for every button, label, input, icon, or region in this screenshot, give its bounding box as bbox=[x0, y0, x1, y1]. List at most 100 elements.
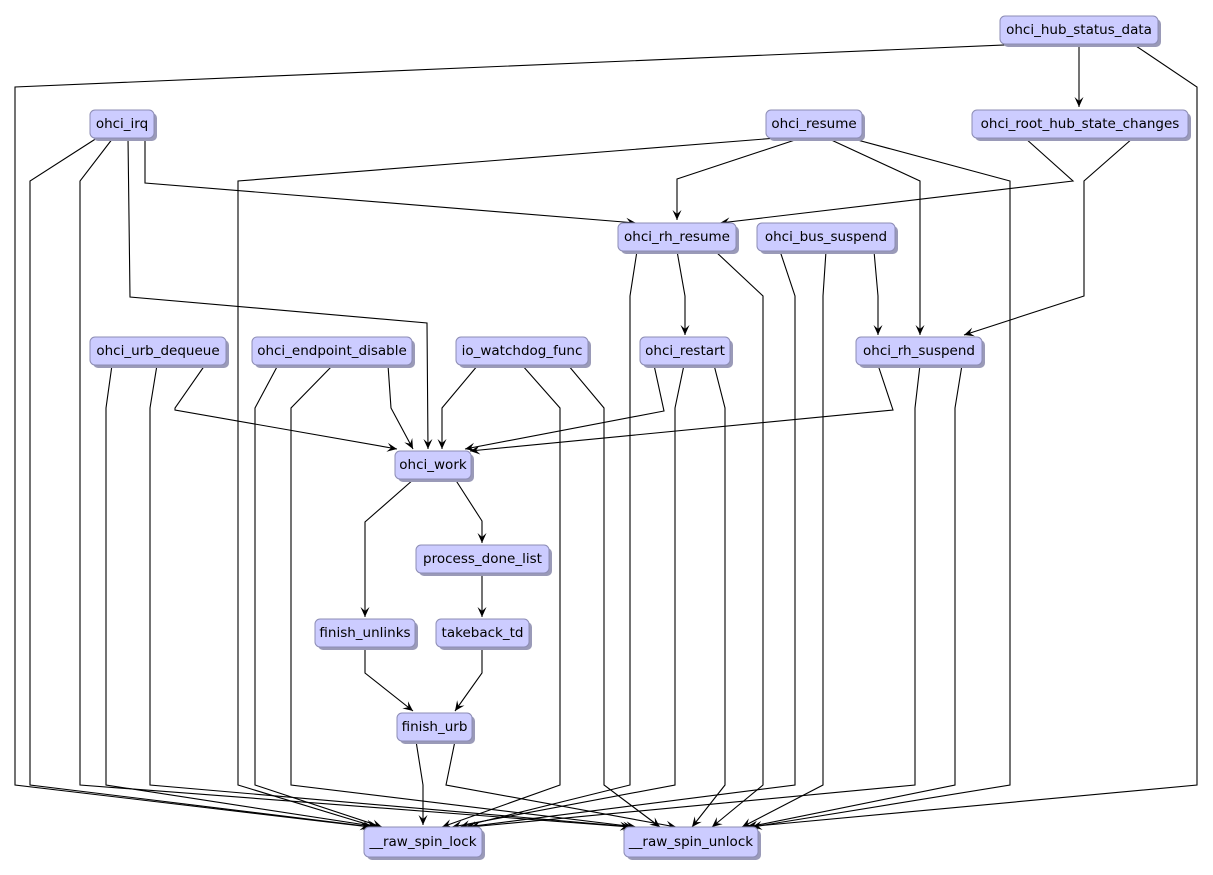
edge-ohci_rh_resume-to-__raw_spin_unlock bbox=[711, 250, 764, 828]
node-label: __raw_spin_unlock bbox=[628, 834, 753, 850]
edge-finish_urb-to-__raw_spin_lock bbox=[415, 740, 428, 825]
edge-ohci_irq-to-ohci_rh_resume bbox=[144, 138, 637, 227]
node-box[interactable] bbox=[89, 109, 155, 139]
node-label: ohci_resume bbox=[771, 116, 856, 132]
edge-line bbox=[469, 364, 894, 452]
edge-line bbox=[567, 364, 661, 828]
edge-ohci_endpoint_disable-to-ohci_work bbox=[387, 364, 414, 450]
edge-finish_unlinks-to-finish_urb bbox=[364, 647, 414, 712]
arrowhead-icon bbox=[402, 701, 413, 711]
edge-ohci_hub_status_data-to-__raw_spin_lock bbox=[14, 43, 1028, 831]
node-ohci_bus_suspend[interactable]: ohci_bus_suspend bbox=[756, 222, 898, 254]
edge-line bbox=[719, 137, 1075, 224]
node-process_done_list[interactable]: process_done_list bbox=[415, 544, 552, 576]
node-raw_spin_unlock[interactable]: __raw_spin_unlock bbox=[623, 826, 761, 860]
node-takeback_td[interactable]: takeback_td bbox=[435, 618, 532, 650]
node-ohci_restart[interactable]: ohci_restart bbox=[639, 336, 733, 368]
node-ohci_irq[interactable]: ohci_irq bbox=[89, 109, 157, 141]
node-label: finish_unlinks bbox=[319, 625, 410, 641]
edge-line bbox=[741, 250, 827, 828]
node-box[interactable] bbox=[639, 336, 731, 366]
edge-line bbox=[459, 250, 638, 828]
edge-ohci_root_hub_state_changes-to-ohci_rh_resume bbox=[719, 137, 1075, 227]
arrowhead-icon bbox=[404, 438, 413, 449]
edge-line bbox=[465, 250, 796, 828]
edge-line bbox=[364, 647, 414, 712]
edge-line bbox=[79, 137, 631, 828]
edge-ohci_restart-to-__raw_spin_lock bbox=[451, 364, 685, 830]
node-box[interactable] bbox=[314, 618, 416, 648]
edge-ohci_restart-to-ohci_work bbox=[464, 364, 665, 452]
node-label: ohci_work bbox=[399, 457, 467, 473]
edge-line bbox=[364, 478, 415, 617]
node-box[interactable] bbox=[971, 109, 1189, 139]
arrowhead-icon bbox=[915, 325, 925, 335]
node-label: ohci_hub_status_data bbox=[1006, 22, 1152, 38]
arrowhead-icon bbox=[1074, 97, 1084, 107]
node-box[interactable] bbox=[999, 15, 1159, 45]
node-finish_urb[interactable]: finish_urb bbox=[396, 712, 475, 744]
node-ohci_rh_suspend[interactable]: ohci_rh_suspend bbox=[855, 336, 985, 368]
edge-line bbox=[144, 138, 637, 224]
node-ohci_rh_resume[interactable]: ohci_rh_resume bbox=[617, 222, 739, 254]
edge-line bbox=[469, 364, 921, 828]
arrowhead-icon bbox=[442, 819, 453, 828]
node-finish_unlinks[interactable]: finish_unlinks bbox=[314, 618, 418, 650]
node-ohci_urb_dequeue[interactable]: ohci_urb_dequeue bbox=[89, 336, 229, 368]
arrowhead-icon bbox=[360, 607, 370, 617]
edge-line bbox=[745, 43, 1198, 828]
edge-io_watchdog_func-to-__raw_spin_unlock bbox=[567, 364, 661, 828]
edge-ohci_resume-to-ohci_rh_resume bbox=[672, 137, 802, 220]
edge-ohci_bus_suspend-to-__raw_spin_unlock bbox=[741, 250, 827, 828]
node-box[interactable] bbox=[623, 826, 759, 858]
edge-line bbox=[105, 364, 380, 828]
node-box[interactable] bbox=[617, 222, 737, 252]
edge-line bbox=[464, 364, 665, 450]
arrowhead-icon bbox=[470, 445, 481, 455]
edge-ohci_rh_resume-to-ohci_restart bbox=[676, 250, 690, 335]
node-box[interactable] bbox=[363, 826, 483, 858]
node-box[interactable] bbox=[435, 618, 530, 648]
node-ohci_work[interactable]: ohci_work bbox=[394, 450, 474, 482]
node-box[interactable] bbox=[396, 712, 473, 742]
edge-line bbox=[415, 740, 424, 825]
node-ohci_resume[interactable]: ohci_resume bbox=[765, 109, 865, 141]
arrowhead-icon bbox=[477, 607, 487, 617]
node-box[interactable] bbox=[415, 544, 550, 574]
node-label: process_done_list bbox=[423, 551, 542, 567]
node-label: ohci_bus_suspend bbox=[765, 229, 887, 245]
edge-ohci_rh_suspend-to-ohci_work bbox=[469, 364, 894, 455]
arrowhead-icon bbox=[742, 818, 753, 827]
node-label: __raw_spin_lock bbox=[368, 834, 476, 850]
node-box[interactable] bbox=[765, 109, 863, 139]
node-label: ohci_irq bbox=[96, 116, 148, 132]
edge-ohci_bus_suspend-to-ohci_rh_suspend bbox=[873, 250, 883, 335]
node-box[interactable] bbox=[89, 336, 227, 366]
node-box[interactable] bbox=[756, 222, 896, 252]
node-ohci_endpoint_disable[interactable]: ohci_endpoint_disable bbox=[251, 336, 415, 368]
node-box[interactable] bbox=[251, 336, 413, 366]
arrowhead-icon bbox=[455, 700, 465, 711]
node-box[interactable] bbox=[855, 336, 983, 366]
node-label: ohci_rh_suspend bbox=[863, 343, 975, 359]
edge-ohci_rh_suspend-to-__raw_spin_unlock bbox=[747, 364, 963, 830]
node-ohci_hub_status_data[interactable]: ohci_hub_status_data bbox=[999, 15, 1161, 47]
edge-ohci_irq-to-__raw_spin_lock bbox=[29, 137, 374, 831]
node-box[interactable] bbox=[455, 336, 589, 366]
edge-line bbox=[454, 647, 483, 712]
arrowhead-icon bbox=[423, 438, 433, 449]
edge-line bbox=[676, 137, 802, 220]
node-io_watchdog_func[interactable]: io_watchdog_func bbox=[455, 336, 591, 368]
edge-line bbox=[676, 250, 686, 335]
node-raw_spin_lock[interactable]: __raw_spin_lock bbox=[363, 826, 485, 860]
edge-line bbox=[14, 43, 1028, 828]
edge-ohci_urb_dequeue-to-ohci_work bbox=[174, 364, 398, 452]
edge-line bbox=[387, 364, 414, 450]
node-box[interactable] bbox=[394, 450, 472, 480]
edge-line bbox=[826, 137, 921, 335]
node-ohci_root_hub_state_changes[interactable]: ohci_root_hub_state_changes bbox=[971, 109, 1191, 141]
edge-line bbox=[445, 740, 677, 828]
node-label: ohci_rh_resume bbox=[624, 229, 730, 245]
edge-ohci_irq-to-ohci_work bbox=[127, 137, 433, 450]
edge-ohci_work-to-finish_unlinks bbox=[360, 478, 415, 617]
